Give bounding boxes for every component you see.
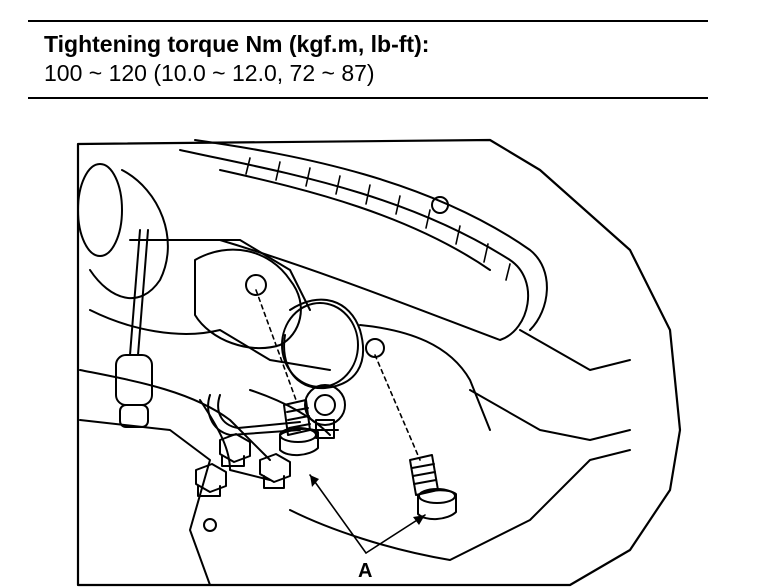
bottom-rule	[28, 97, 708, 99]
caliper-bolt-lower	[374, 354, 457, 520]
callout-a-leaders	[309, 474, 426, 554]
torque-spec-title: Tightening torque Nm (kgf.m, lb-ft):	[44, 31, 430, 57]
small-bolts	[195, 433, 291, 532]
steering-knuckle	[77, 163, 331, 586]
caliper-bolt-upper	[255, 289, 319, 456]
caliper-carrier	[194, 248, 491, 481]
top-rule	[28, 20, 708, 22]
illustration-frame	[76, 138, 682, 587]
callout-a-label: A	[358, 560, 372, 582]
torque-spec-value: 100 ~ 120 (10.0 ~ 12.0, 72 ~ 87)	[44, 60, 375, 86]
brake-hose	[207, 394, 301, 436]
caliper-mounting-illustration: A	[76, 138, 682, 587]
hub-nut	[304, 384, 346, 439]
speed-sensor	[115, 229, 153, 428]
brake-disc	[179, 139, 548, 341]
torque-spec: Tightening torque Nm (kgf.m, lb-ft): 100…	[44, 30, 429, 88]
lower-arm	[289, 449, 631, 561]
